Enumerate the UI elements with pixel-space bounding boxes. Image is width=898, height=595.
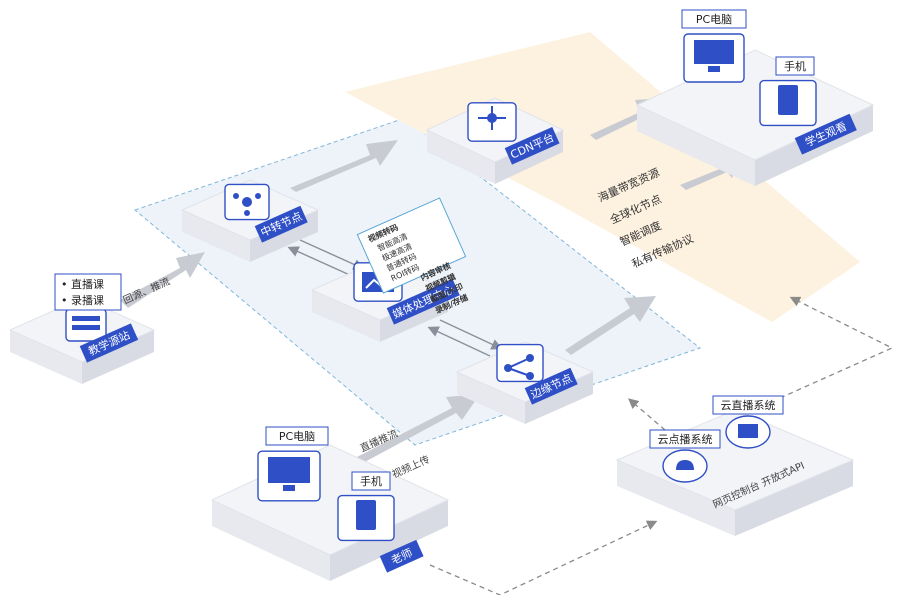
arrow-edge-to-media	[427, 326, 491, 357]
teacher-phone-label: 手机	[360, 474, 382, 488]
cloud-live-label: 云直播系统	[721, 398, 776, 412]
cloud-systems-box-right-face	[735, 460, 853, 536]
student-pc-icon	[683, 33, 745, 83]
media-processing-panel: 视频转码 智能高清 极速高清 普通转码 ROI转码 内容审核 视频剪辑 截图/水…	[356, 197, 469, 315]
arrow-edge-cdn	[565, 296, 656, 355]
student-device-labels: PC电脑 手机	[681, 9, 815, 76]
cloud-vod-icon	[662, 449, 708, 483]
teaching-source-box-left-face	[10, 330, 82, 384]
student-box: 学生观看	[635, 33, 875, 186]
teaching-source-box-right-face	[82, 330, 154, 384]
course-list-item-recorded: • 录播课	[61, 293, 104, 307]
teacher-phone-icon	[337, 494, 395, 542]
dash-cloud-edge	[628, 398, 666, 431]
arrow-media-to-edge	[439, 319, 503, 350]
relay-node-box-left-face	[182, 210, 250, 262]
student-phone-label: 手机	[784, 59, 806, 73]
course-list-item-live: • 直播课	[61, 277, 104, 291]
arrow-relay-cdn	[290, 140, 398, 192]
teacher-box-left-face	[212, 500, 330, 581]
edge-share-icon	[496, 343, 544, 383]
edge-node-box-left-face	[457, 372, 525, 424]
cdn-network-icon	[467, 102, 517, 142]
teacher-pc-label: PC电脑	[279, 430, 315, 443]
media-center-box-left-face	[312, 290, 380, 342]
teacher-device-labels: PC电脑 手机	[265, 426, 391, 491]
cloud-systems-box	[615, 409, 855, 536]
edge-node-box-right-face	[525, 372, 593, 424]
cloud-vod-label: 云点播系统	[658, 432, 713, 446]
teaching-source-box: 教学源站	[8, 297, 156, 384]
course-list: • 直播课 • 录播课	[54, 273, 122, 311]
teacher-pc-icon	[257, 450, 321, 502]
arrow-relay-to-media	[299, 239, 365, 270]
cdn-platform-box-left-face	[427, 130, 495, 184]
dash-teacher-cloud	[429, 520, 658, 595]
flow-label-source-relay: 回源、推流	[121, 275, 172, 307]
flow-label-teacher-upload: 视频上传	[390, 453, 432, 481]
student-box-left-face	[637, 105, 755, 186]
dashed-lines	[429, 296, 894, 595]
cloud-live-icon	[725, 415, 771, 449]
cdn-platform-box: CDN平台	[425, 97, 565, 184]
arrow-source-relay	[120, 252, 205, 308]
student-phone-icon	[759, 79, 817, 127]
relay-network-icon	[224, 183, 270, 221]
arrow-media-to-relay	[287, 246, 353, 277]
server-icon	[65, 308, 107, 342]
dash-cloud-cdn	[779, 296, 894, 399]
teacher-tag: 老师	[379, 539, 424, 573]
cloud-systems-box-left-face	[617, 460, 735, 536]
connector-lines	[287, 239, 503, 357]
student-pc-label: PC电脑	[696, 13, 732, 26]
edge-node-box: 边缘节点	[455, 341, 595, 424]
relay-node-box: 中转节点	[180, 179, 320, 262]
arrow-teacher-edge	[355, 394, 480, 464]
